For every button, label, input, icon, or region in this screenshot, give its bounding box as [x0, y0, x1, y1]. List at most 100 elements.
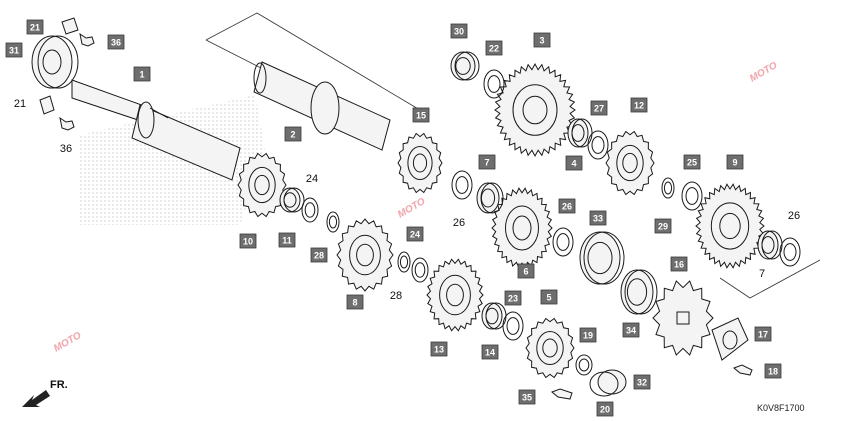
- washer-27: [587, 130, 609, 160]
- circlip-28b: [397, 251, 411, 273]
- callout-30-label: 30: [454, 27, 464, 37]
- gear-10: [237, 152, 287, 218]
- callout-25: 25: [683, 154, 701, 170]
- callout-24b-label: 24: [410, 230, 420, 240]
- gear-12: [605, 130, 655, 196]
- gear-15: [397, 132, 443, 194]
- callout-11: 11: [278, 232, 296, 248]
- callout-18-label: 18: [768, 367, 778, 377]
- callout-26a: 26: [453, 217, 465, 229]
- bushing-4: [567, 118, 593, 148]
- gear-13: [426, 258, 484, 332]
- washer-23: [502, 311, 524, 341]
- callout-12: 12: [630, 97, 648, 113]
- callout-32: 32: [633, 374, 651, 390]
- washer-26c: [779, 237, 801, 267]
- callout-33: 33: [589, 210, 607, 226]
- callout-14: 14: [481, 344, 499, 360]
- callout-24a-label: 24: [306, 173, 318, 185]
- circlip-28a: [326, 211, 340, 233]
- callout-5-label: 5: [546, 293, 551, 303]
- callout-7a-label: 7: [484, 158, 489, 168]
- callout-34-label: 34: [626, 326, 636, 336]
- countershaft-2: [253, 61, 391, 151]
- callout-30: 30: [450, 23, 468, 39]
- callout-31-label: 31: [9, 46, 19, 56]
- callout-14-label: 14: [485, 348, 495, 358]
- mainshaft-1: [71, 79, 241, 181]
- gear-9: [695, 183, 765, 269]
- callout-35-label: 35: [522, 393, 532, 403]
- callout-13: 13: [430, 341, 448, 357]
- bolt-36: [59, 32, 95, 131]
- callout-9-label: 9: [732, 158, 737, 168]
- callout-26b: 26: [558, 198, 576, 214]
- callout-3-label: 3: [539, 36, 544, 46]
- bearing-30: [450, 51, 480, 81]
- bearing-34: [620, 269, 658, 315]
- callout-36a-label: 36: [111, 38, 121, 48]
- callout-2-label: 2: [290, 130, 295, 140]
- callout-6-label: 6: [523, 267, 528, 277]
- callout-17-label: 17: [758, 330, 768, 340]
- circlip-29: [661, 177, 675, 199]
- callout-5: 5: [540, 289, 558, 305]
- callout-13-label: 13: [434, 345, 444, 355]
- callout-35: 35: [518, 389, 536, 405]
- gear-8: [336, 218, 394, 292]
- callout-36b: 36: [60, 143, 72, 155]
- gear-5-part: [525, 317, 575, 379]
- callout-22-label: 22: [489, 44, 499, 54]
- callout-21a-label: 21: [30, 23, 40, 33]
- bushing-7: [476, 182, 504, 214]
- callout-29: 29: [654, 218, 672, 234]
- washer-22: [483, 69, 505, 99]
- gear-parts: [237, 62, 765, 379]
- bolt-18: [733, 364, 753, 376]
- circlip-25: [681, 181, 703, 211]
- callout-9: 9: [726, 154, 744, 170]
- callout-26c-label: 26: [788, 210, 800, 222]
- callout-36b-label: 36: [60, 143, 72, 155]
- washer-26b: [552, 227, 574, 257]
- callout-24b: 24: [406, 226, 424, 242]
- diagram-code: K0V8F1700: [757, 403, 805, 413]
- callout-15: 15: [412, 107, 430, 123]
- callout-1-label: 1: [139, 70, 144, 80]
- drive-sprocket-16: [652, 280, 714, 356]
- sprocket-plate-17: [711, 317, 749, 361]
- callout-33-label: 33: [593, 214, 603, 224]
- bearing-31: [31, 35, 79, 89]
- callout-28a: 28: [310, 247, 328, 263]
- background-dot-pattern: [80, 95, 265, 225]
- bushing-7b: [757, 230, 783, 260]
- callout-20-label: 20: [600, 405, 610, 415]
- bearing-20: [589, 369, 627, 397]
- callout-27-label: 27: [594, 104, 604, 114]
- callout-23: 23: [504, 290, 522, 306]
- callout-10-label: 10: [243, 237, 253, 247]
- callout-11-label: 11: [282, 236, 292, 246]
- svg-text:MOTO: MOTO: [748, 60, 780, 85]
- callout-1: 1: [133, 66, 151, 82]
- callout-28b-label: 28: [390, 290, 402, 302]
- callout-27: 27: [590, 100, 608, 116]
- assembly-outline: [205, 12, 821, 299]
- callout-29-label: 29: [658, 222, 668, 232]
- callout-25-label: 25: [687, 158, 697, 168]
- callout-34: 34: [622, 322, 640, 338]
- callout-8: 8: [346, 294, 364, 310]
- gear-3: [494, 62, 576, 158]
- callout-23-label: 23: [508, 294, 518, 304]
- callout-16-label: 16: [674, 260, 684, 270]
- callout-28a-label: 28: [314, 251, 324, 261]
- callout-31: 31: [5, 42, 23, 58]
- svg-text:MOTO: MOTO: [52, 330, 84, 355]
- callout-24a: 24: [306, 173, 318, 185]
- svg-text:MOTO: MOTO: [396, 196, 428, 221]
- front-direction-arrow: FR.: [22, 379, 68, 407]
- callout-8-label: 8: [352, 298, 357, 308]
- washer-19: [575, 354, 593, 376]
- washer-24: [411, 257, 429, 283]
